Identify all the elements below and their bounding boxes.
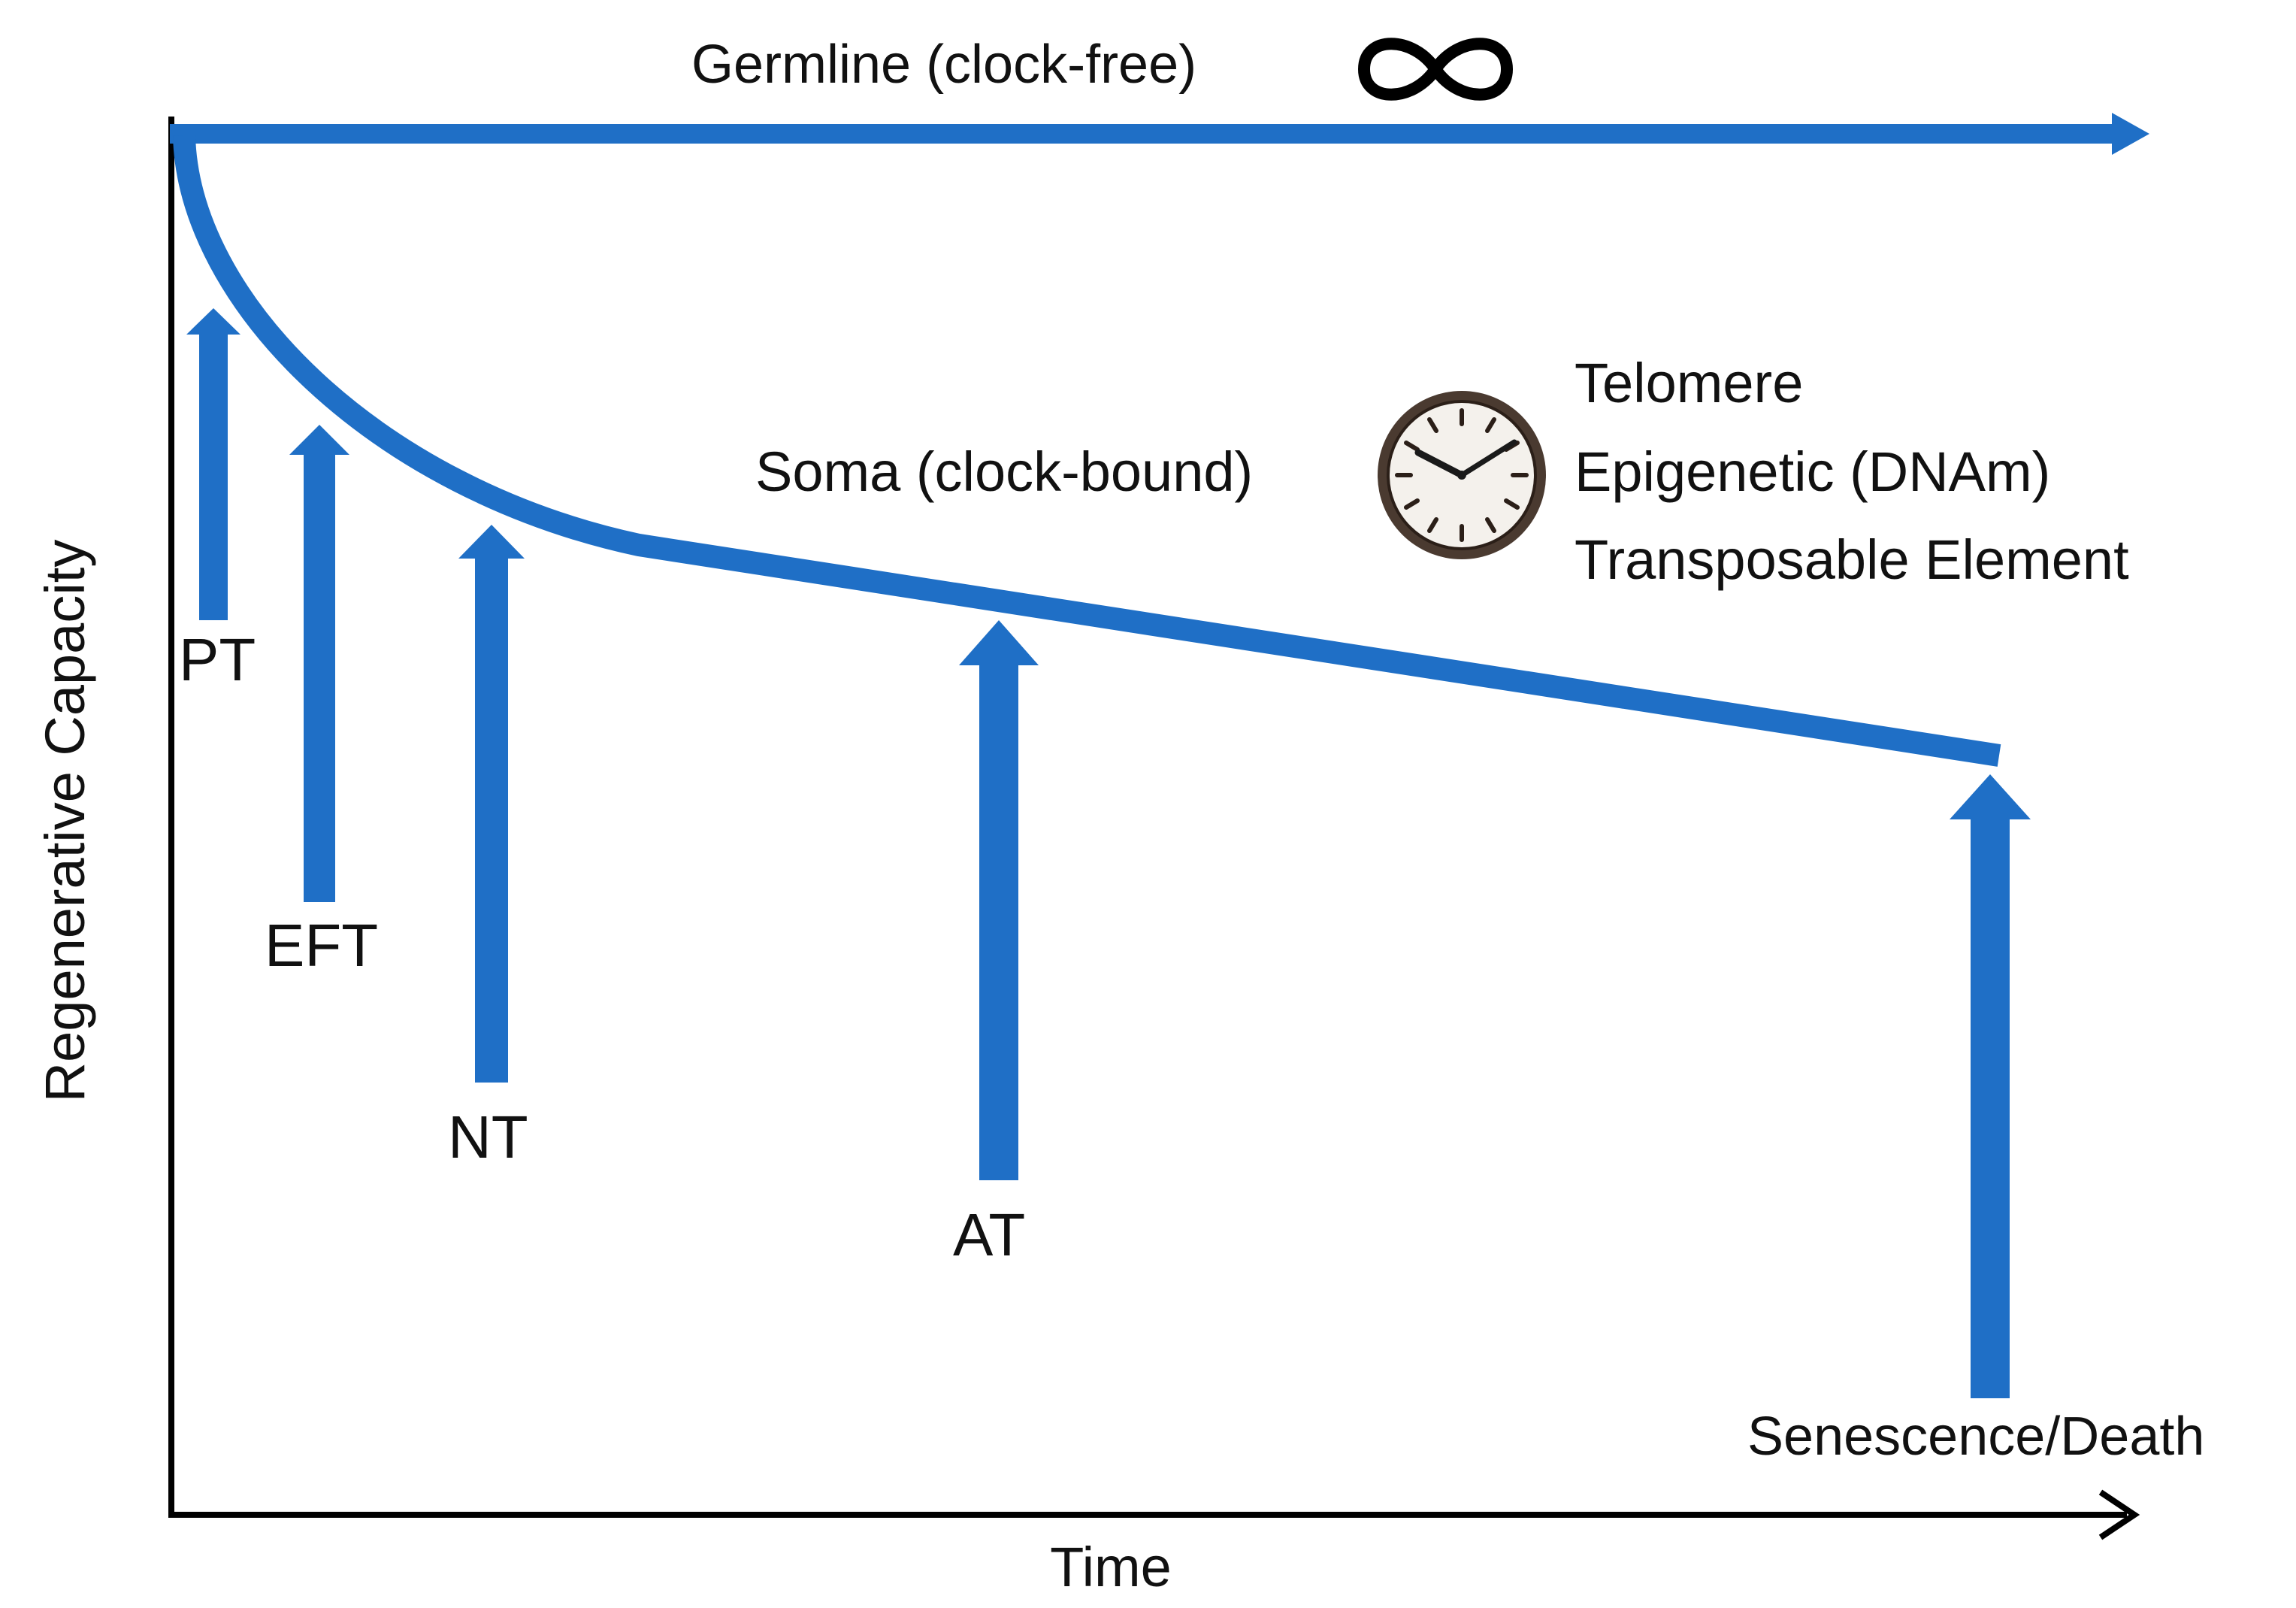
arrow-at (959, 620, 1039, 1180)
axes (168, 117, 2140, 1540)
stage-label-eft: EFT (265, 912, 378, 979)
stage-label-nt: NT (448, 1104, 528, 1170)
clock-type-transposable: Transposable Element (1575, 528, 2129, 591)
stage-label-senescence: Senescence/Death (1747, 1407, 2204, 1467)
clock-type-epigenetic: Epigenetic (DNAm) (1575, 441, 2050, 503)
y-axis-label: Regenerative Capacity (34, 540, 96, 1103)
clock-type-telomere: Telomere (1575, 352, 1803, 414)
soma-label: Soma (clock-bound) (755, 441, 1253, 503)
germline-label: Germline (clock-free) (691, 35, 1196, 95)
arrow-nt (458, 525, 525, 1083)
arrow-senescence (1950, 774, 2031, 1398)
x-axis-label: Time (1050, 1536, 1172, 1598)
infinity-icon (1358, 38, 1513, 101)
arrow-pt (186, 308, 240, 620)
soma-curve (173, 135, 2001, 767)
stage-label-at: AT (953, 1201, 1025, 1268)
clock-icon (1378, 391, 1546, 559)
stage-label-pt: PT (179, 626, 256, 693)
stage-arrows (186, 308, 2031, 1398)
x-axis-arrowhead (2098, 1489, 2140, 1540)
germline-arrowhead (2112, 113, 2149, 155)
germline-arrow (170, 113, 2149, 155)
arrow-eft (289, 425, 349, 902)
